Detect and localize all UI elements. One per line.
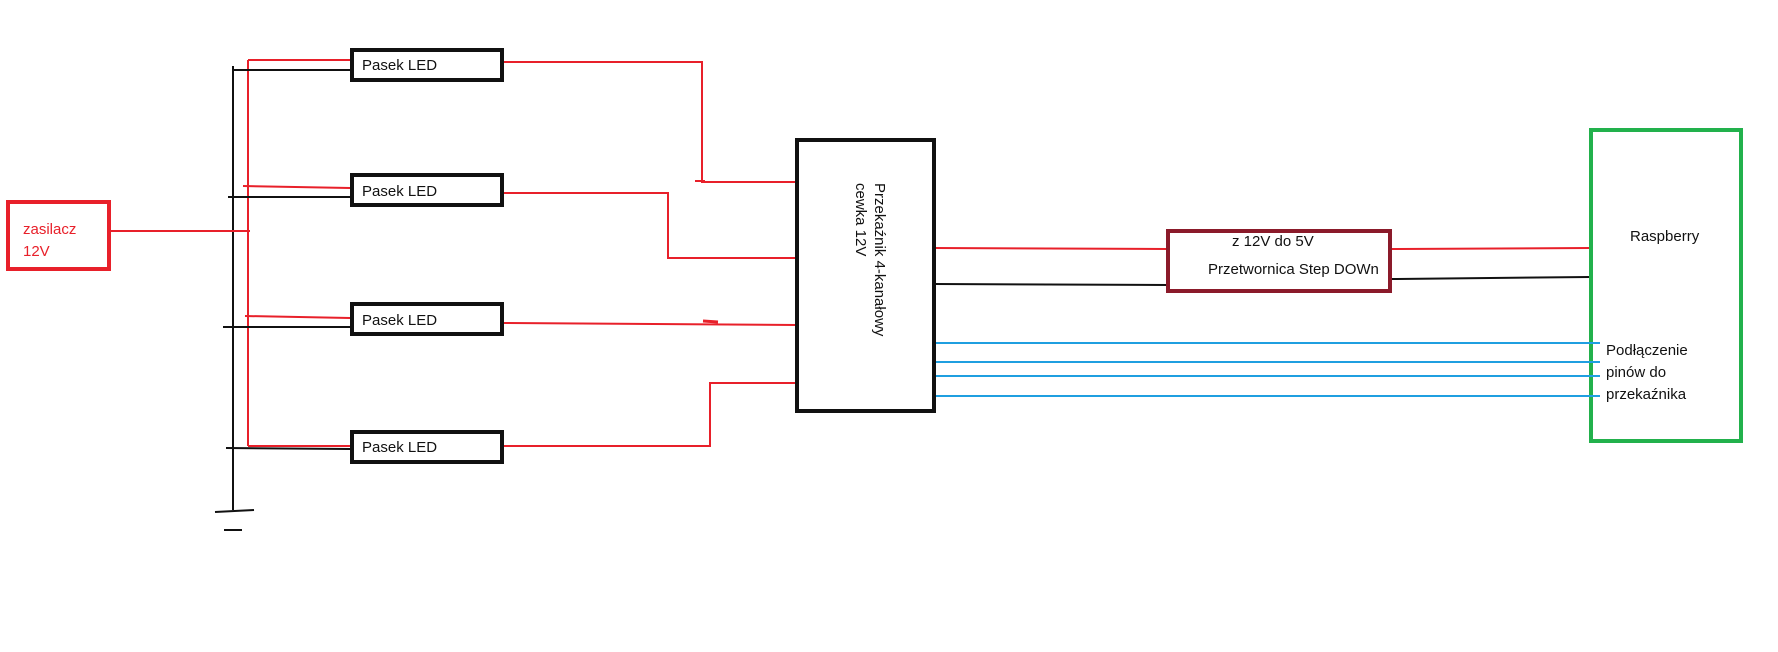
raspberry-pins-line2: pinów do [1606,364,1666,381]
led-strip-label: Pasek LED [362,439,437,456]
converter-label-line1: z 12V do 5V [1232,233,1314,250]
power-supply-label-line2: 12V [23,243,50,260]
led-strip-3: Pasek LED [350,302,504,336]
signal-wires [934,342,1598,397]
led-strip-label: Pasek LED [362,57,437,74]
power-bus [109,60,250,510]
raspberry-title: Raspberry [1630,228,1700,245]
converter-label-line2: Przetwornica Step DOWn [1208,261,1379,278]
led-feeds [223,59,351,450]
led-strip-4: Pasek LED [350,430,504,464]
relay-label-line1: Przekaźnik 4-kanałowy [871,183,888,337]
power-supply-label-line1: zasilacz [23,221,76,238]
raspberry-pins-line1: Podłączenie [1606,342,1688,359]
converter-box: z 12V do 5V Przetwornica Step DOWn [1166,229,1392,293]
relay-to-converter-wires [933,247,1169,286]
signal-wire-ends [1589,342,1600,397]
relay-box: Przekaźnik 4-kanałowy cewka 12V [795,138,936,413]
led-strip-2: Pasek LED [350,173,504,207]
power-supply-box: zasilacz 12V [6,200,111,271]
raspberry-pins-line3: przekaźnika [1606,386,1687,403]
strip-to-relay-wires [502,61,798,447]
led-strip-label: Pasek LED [362,312,437,329]
converter-to-raspberry-wires [1391,247,1591,280]
led-strip-label: Pasek LED [362,183,437,200]
ground-symbol [214,509,255,531]
raspberry-box: Raspberry Podłączenie pinów do przekaźni… [1589,128,1743,443]
led-strip-1: Pasek LED [350,48,504,82]
relay-label-line2: cewka 12V [852,183,869,256]
